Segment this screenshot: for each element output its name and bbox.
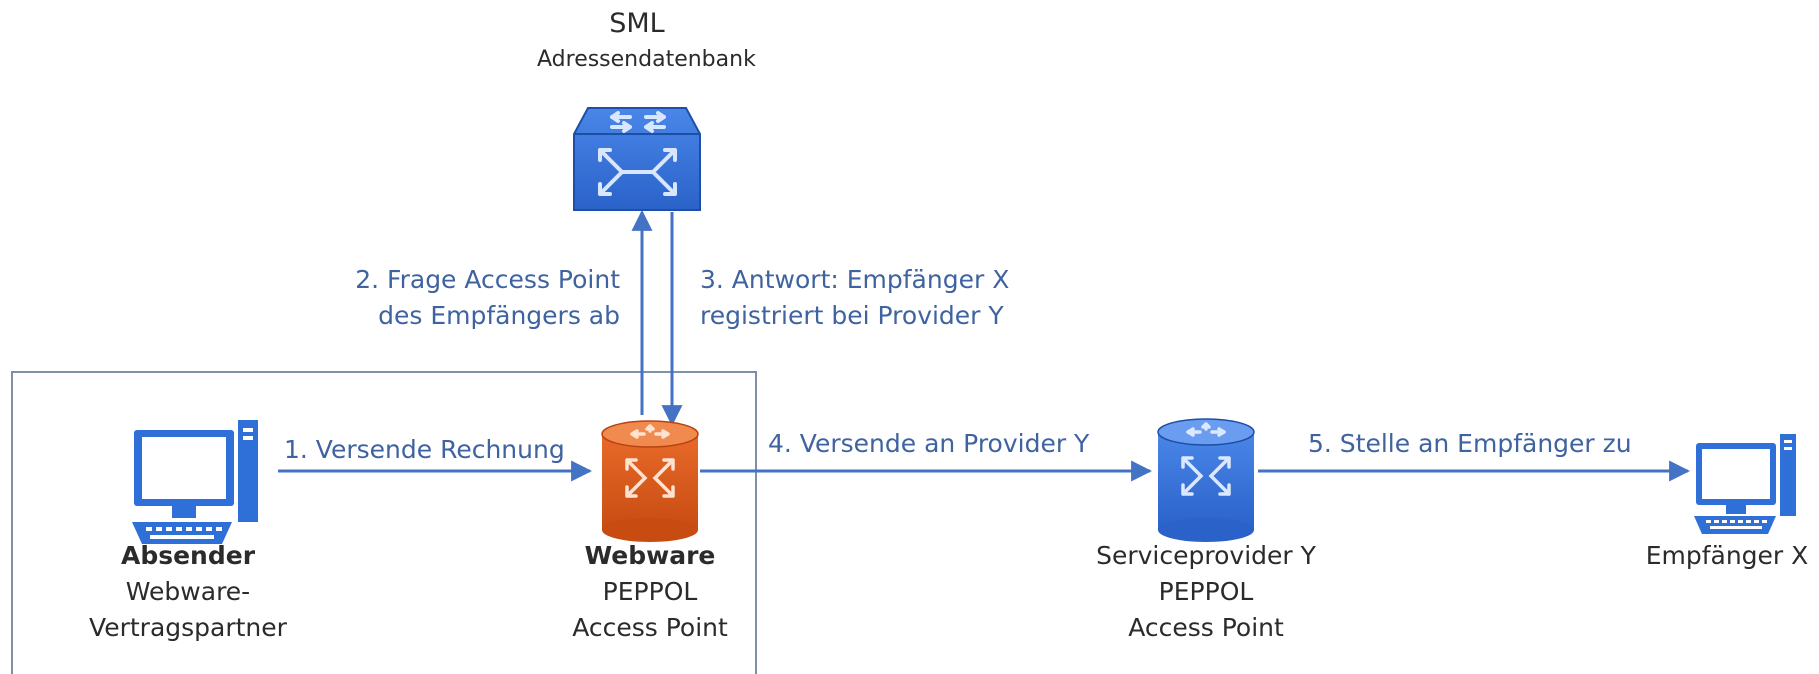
sml-subtitle: Adressendatenbank (537, 47, 756, 72)
provider-line2: PEPPOL (1158, 577, 1254, 606)
step4-text: 4. Versende an Provider Y (768, 429, 1090, 458)
absender-computer-icon (132, 420, 258, 544)
step1-text: 1. Versende Rechnung (284, 435, 565, 464)
edge-label-step2: 2. Frage Access Point des Empfängers ab (320, 262, 620, 334)
edge-label-step3: 3. Antwort: Empfänger X registriert bei … (700, 262, 1009, 334)
webware-line3: Access Point (572, 613, 728, 642)
edge-label-step4: 4. Versende an Provider Y (768, 426, 1089, 462)
absender-line3: Vertragspartner (89, 613, 287, 642)
sml-title: SML (609, 8, 665, 39)
provider-line1: Serviceprovider Y (1096, 541, 1316, 570)
webware-label: Webware PEPPOL Access Point (550, 538, 750, 646)
step3-line2: registriert bei Provider Y (700, 301, 1004, 330)
empfaenger-computer-icon (1694, 434, 1796, 534)
sml-switch-icon (573, 107, 701, 211)
step2-line1: 2. Frage Access Point (355, 265, 620, 294)
empfaenger-name: Empfänger X (1645, 541, 1809, 570)
provider-line3: Access Point (1128, 613, 1284, 642)
webware-router-icon (601, 420, 699, 542)
absender-line2: Webware- (125, 577, 251, 606)
sender-area-frame (11, 371, 757, 674)
step2-line2: des Empfängers ab (378, 301, 620, 330)
edge-label-step1: 1. Versende Rechnung (284, 432, 565, 468)
provider-label: Serviceprovider Y PEPPOL Access Point (1096, 538, 1316, 646)
webware-line2: PEPPOL (602, 577, 698, 606)
provider-router-icon (1157, 418, 1255, 542)
step3-line1: 3. Antwort: Empfänger X (700, 265, 1010, 294)
absender-label: Absender Webware- Vertragspartner (88, 538, 288, 646)
empfaenger-label: Empfänger X (1642, 538, 1812, 574)
webware-name: Webware (584, 541, 716, 570)
sml-label: SML Adressendatenbank (537, 6, 756, 78)
step5-text: 5. Stelle an Empfänger zu (1308, 429, 1632, 458)
absender-name: Absender (120, 541, 256, 570)
edge-label-step5: 5. Stelle an Empfänger zu (1308, 426, 1632, 462)
